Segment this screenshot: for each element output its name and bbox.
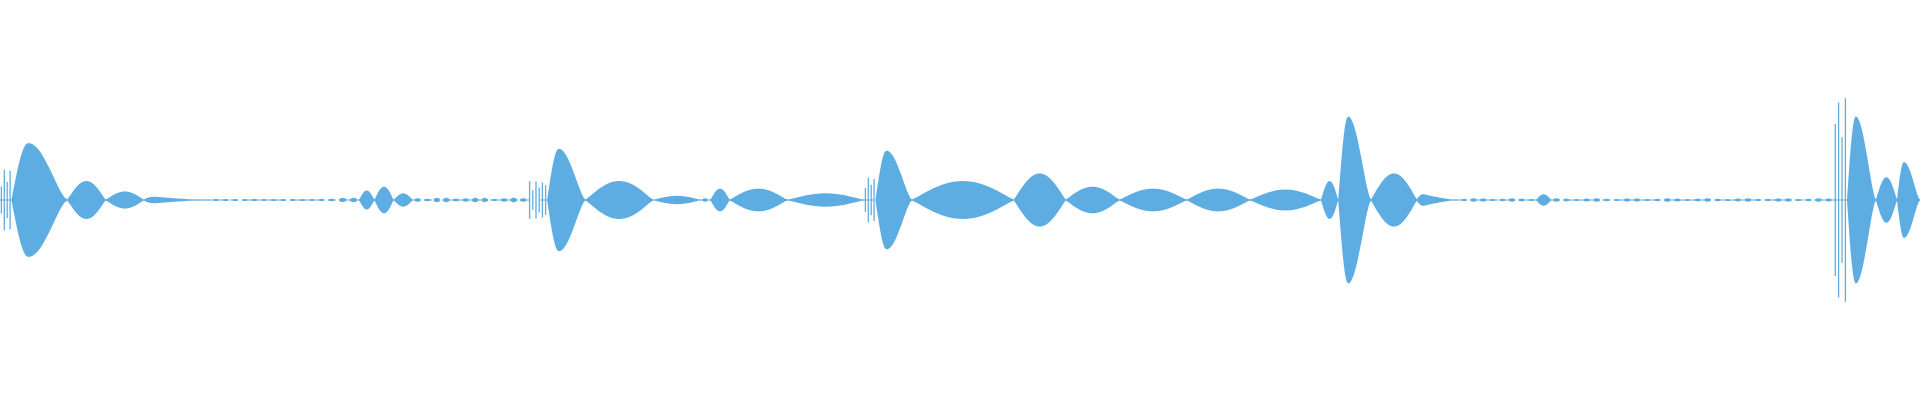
waveform-noise: [318, 198, 325, 202]
waveform-noise: [1633, 198, 1641, 202]
waveform-segment: [652, 195, 701, 205]
waveform-noise: [1613, 199, 1621, 201]
waveform-noise: [1825, 198, 1833, 202]
waveform-segment: [729, 188, 788, 212]
waveform-noise: [1623, 198, 1631, 202]
waveform-noise: [1653, 198, 1661, 202]
waveform-noise: [1603, 198, 1611, 202]
waveform-noise: [251, 198, 258, 202]
waveform-noise: [481, 198, 489, 202]
waveform-noise: [433, 197, 441, 203]
waveform-noise: [702, 198, 708, 202]
waveform-noise: [349, 197, 358, 203]
waveform-segment: [1321, 181, 1339, 219]
waveform-noise: [270, 199, 277, 201]
waveform-segment: [1875, 177, 1897, 223]
waveform-noise: [1724, 199, 1732, 201]
waveform-noise: [1563, 198, 1570, 202]
waveform-noise: [1704, 198, 1712, 202]
waveform-segment: [585, 181, 653, 219]
waveform-noise: [1527, 199, 1535, 201]
waveform-noise: [1774, 198, 1782, 202]
waveform-segment: [1897, 162, 1920, 238]
waveform-noise: [1683, 199, 1691, 201]
waveform-segment: [1417, 194, 1460, 206]
waveform-segment: [787, 193, 864, 207]
waveform-noise: [1663, 198, 1671, 202]
waveform-noise: [328, 198, 336, 202]
waveform-segment: [1119, 188, 1187, 212]
waveform-noise: [1479, 198, 1487, 202]
waveform-segment: [393, 193, 413, 207]
waveform-noise: [1499, 198, 1506, 202]
waveform-segment: [1338, 116, 1371, 284]
waveform-noise: [462, 198, 469, 202]
waveform-segment: [11, 143, 68, 257]
waveform-segment: [1847, 116, 1876, 284]
waveform-noise: [1764, 198, 1772, 202]
waveform-noise: [1714, 198, 1722, 202]
waveform-noise: [241, 199, 249, 201]
waveform-noise: [260, 199, 268, 201]
waveform-noise: [308, 199, 316, 201]
waveform-segment: [547, 148, 586, 252]
waveform-noise: [1583, 198, 1591, 202]
waveform-segment: [67, 181, 106, 219]
waveform-segment: [1013, 173, 1066, 227]
waveform-noise: [519, 198, 527, 202]
waveform-noise: [1794, 199, 1802, 201]
waveform-noise: [510, 197, 517, 203]
waveform-segment: [1186, 188, 1250, 212]
waveform-segment: [912, 181, 1014, 219]
waveform-noise: [414, 198, 421, 202]
waveform-segment: [875, 150, 912, 250]
waveform-noise: [471, 197, 479, 203]
waveform-noise: [338, 197, 347, 203]
waveform-noise: [1518, 198, 1525, 202]
waveform-noise: [1573, 199, 1581, 201]
waveform-noise: [1489, 199, 1497, 201]
waveform-segment: [710, 188, 730, 212]
waveform-segment: [359, 190, 375, 210]
waveform-noise: [1784, 198, 1792, 202]
waveform-noise: [1460, 198, 1468, 202]
waveform-noise: [279, 199, 287, 201]
waveform-noise: [491, 198, 498, 202]
waveform-noise: [1643, 199, 1651, 201]
waveform-noise: [1508, 198, 1516, 202]
waveform-noise: [500, 198, 508, 202]
waveform-segment: [105, 191, 144, 209]
waveform-noise: [299, 199, 306, 201]
waveform-noise: [212, 198, 220, 202]
waveform-segment: [1249, 189, 1321, 211]
waveform-noise: [443, 197, 450, 203]
waveform-noise: [452, 198, 460, 202]
waveform-noise: [1593, 198, 1601, 202]
waveform-shapes: [0, 98, 1920, 302]
waveform-noise: [1815, 198, 1822, 202]
waveform-noise: [1734, 198, 1742, 202]
waveform-noise: [1673, 198, 1681, 202]
waveform-noise: [1754, 198, 1762, 202]
waveform-noise: [1804, 198, 1812, 202]
waveform-segment: [374, 186, 394, 214]
waveform-noise: [423, 198, 431, 202]
waveform-noise: [289, 198, 297, 202]
waveform-noise: [1694, 198, 1701, 202]
waveform-noise: [1744, 198, 1752, 202]
waveform-noise: [1552, 198, 1560, 202]
waveform-segment: [1370, 173, 1417, 227]
waveform-segment: [1536, 194, 1552, 206]
waveform-noise: [222, 199, 230, 201]
waveform-segment: [1065, 186, 1120, 214]
waveform-noise: [231, 199, 239, 201]
waveform-noise: [1470, 198, 1477, 202]
waveform-segment: [144, 196, 212, 204]
